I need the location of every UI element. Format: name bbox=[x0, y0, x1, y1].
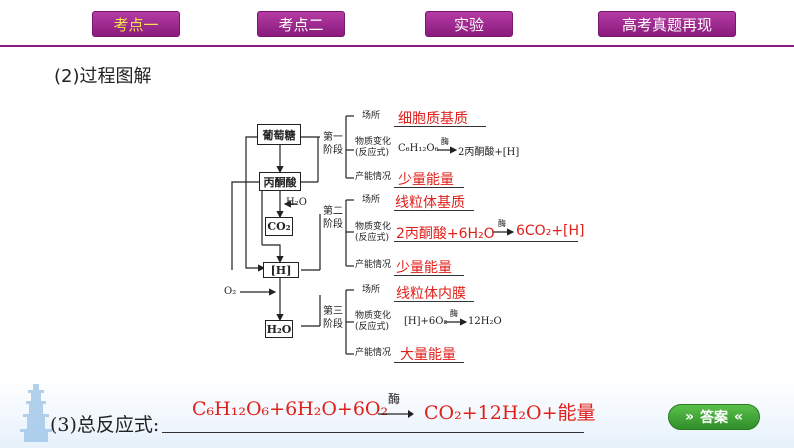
stage-2-energy-answer: 少量能量 bbox=[396, 260, 452, 276]
stage-2-label: 第二 阶段 bbox=[323, 206, 343, 230]
stage-1-label: 第一 阶段 bbox=[323, 132, 343, 156]
stage-3-reaction-left: [H]+6O₂ bbox=[404, 316, 448, 327]
chevron-left-icon: « bbox=[734, 409, 744, 425]
chevron-right-icon: » bbox=[684, 409, 694, 425]
stage-3-reaction-right: 12H₂O bbox=[468, 316, 502, 327]
o2-input-label: O₂ bbox=[224, 286, 237, 297]
total-equation-right: CO₂+12H₂O+能量 bbox=[424, 402, 596, 424]
co2-box: CO₂ bbox=[265, 217, 293, 236]
stage-1-reaction-left: C₆H₁₂O₆ bbox=[398, 143, 439, 154]
stage-2-enzyme: 酶 bbox=[498, 219, 506, 228]
h2o-box: H₂O bbox=[265, 320, 293, 338]
stage-1-place-label: 场所 bbox=[362, 111, 381, 121]
stage-2-reaction-right: 6CO₂+[H] bbox=[516, 223, 585, 239]
stage-3-energy-answer: 大量能量 bbox=[400, 347, 456, 363]
tab-experiment[interactable]: 实验 bbox=[425, 11, 513, 37]
stage-3-energy-label: 产能情况 bbox=[355, 348, 392, 358]
stage-1-energy-label: 产能情况 bbox=[355, 172, 392, 182]
stage-2-reaction-left: 2丙酮酸+6H₂O bbox=[396, 226, 495, 242]
pyruvate-box: 丙酮酸 bbox=[259, 172, 301, 191]
stage-2-reaction-underline bbox=[394, 241, 578, 242]
stage-1-change-label: 物质变化 (反应式) bbox=[355, 137, 392, 158]
stage-2-energy-label: 产能情况 bbox=[355, 260, 392, 270]
stage-3-place-answer: 线粒体内膜 bbox=[396, 286, 466, 302]
top-navigation: 考点一 考点二 实验 高考真题再现 bbox=[0, 0, 794, 47]
tab-kaodian-2[interactable]: 考点二 bbox=[257, 11, 345, 37]
header-divider bbox=[0, 45, 794, 47]
stage-2-place-label: 场所 bbox=[362, 195, 381, 205]
total-equation-left: C₆H₁₂O₆+6H₂O+6O₂ bbox=[192, 398, 389, 420]
h2o-input-label: H₂O bbox=[286, 197, 307, 208]
total-underline bbox=[162, 432, 584, 433]
stage-2-place-answer: 线粒体基质 bbox=[395, 195, 465, 211]
h-box: [H] bbox=[263, 262, 299, 278]
stage-3-change-label: 物质变化 (反应式) bbox=[355, 311, 392, 332]
stage-1-place-answer: 细胞质基质 bbox=[398, 111, 468, 127]
tab-kaodian-1[interactable]: 考点一 bbox=[92, 11, 180, 37]
stage-3-place-underline bbox=[394, 301, 474, 302]
stage-2-energy-underline bbox=[394, 275, 464, 276]
stage-2-place-underline bbox=[394, 210, 474, 211]
stage-2-change-label: 物质变化 (反应式) bbox=[355, 222, 392, 243]
glucose-box: 葡萄糖 bbox=[257, 124, 301, 145]
stage-3-place-label: 场所 bbox=[362, 285, 381, 295]
total-equation-label: (3)总反应式: bbox=[50, 414, 160, 436]
stage-3-label: 第三 阶段 bbox=[323, 306, 343, 330]
section-title: (2)过程图解 bbox=[54, 66, 152, 87]
stage-3-energy-underline bbox=[394, 362, 464, 363]
stage-1-place-underline bbox=[394, 126, 486, 127]
stage-1-energy-underline bbox=[394, 187, 464, 188]
stage-1-energy-answer: 少量能量 bbox=[398, 172, 454, 188]
pagoda-icon bbox=[20, 384, 52, 442]
stage-1-reaction-right: 2丙酮酸+[H] bbox=[458, 147, 520, 158]
stage-1-enzyme: 酶 bbox=[441, 137, 449, 146]
answer-button-label: 答案 bbox=[700, 410, 728, 426]
total-enzyme: 酶 bbox=[388, 392, 401, 406]
stage-3-enzyme: 酶 bbox=[450, 309, 458, 318]
tab-exam-review[interactable]: 高考真题再现 bbox=[598, 11, 736, 37]
answer-button[interactable]: » 答案 « bbox=[668, 404, 760, 430]
